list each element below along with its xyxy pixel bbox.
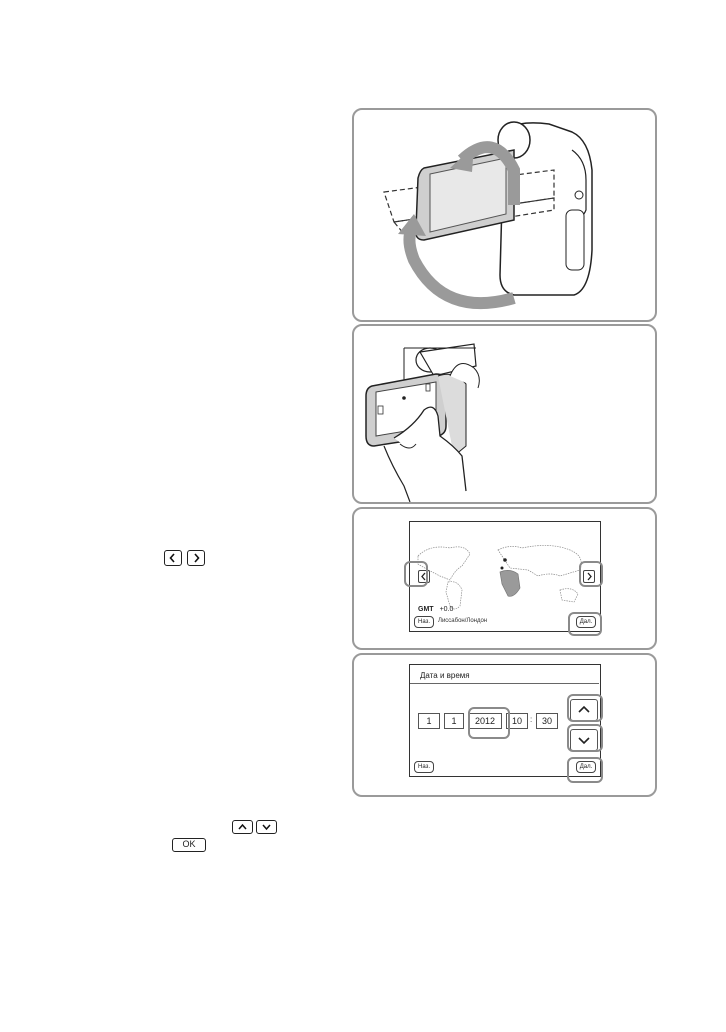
panel-date-time-setting: Дата и время 1 1 2012 10 : 30 Наз. Дал.: [352, 653, 657, 797]
gmt-offset-label: GMT+0.0: [418, 606, 454, 613]
hand-touching-lcd-illustration: [365, 343, 480, 502]
back-button[interactable]: Наз.: [414, 616, 434, 628]
lcd-screen-area-setting: GMT+0.0 Наз. Лиссабон/Лондон Дал.: [409, 521, 601, 632]
ok-key-glyph: OK: [172, 838, 206, 852]
chevron-up-icon: [578, 705, 590, 713]
world-map: [417, 545, 582, 610]
chevron-right-icon: [587, 572, 592, 581]
highlight-decrease-button: [567, 724, 603, 752]
time-separator: :: [530, 715, 533, 724]
city-name: Лиссабон/Лондон: [438, 618, 488, 624]
month-field[interactable]: 1: [444, 713, 464, 729]
down-key-glyph: [256, 820, 277, 834]
next-button[interactable]: Дал.: [576, 761, 596, 773]
highlight-previous-area: [404, 561, 428, 587]
chevron-left-icon: [169, 553, 175, 563]
left-key-glyph: [164, 550, 182, 566]
chevron-down-icon: [578, 737, 590, 745]
chevron-up-icon: [238, 823, 247, 830]
up-key-glyph: [232, 820, 253, 834]
title-divider: [410, 683, 599, 684]
panel-area-setting: GMT+0.0 Наз. Лиссабон/Лондон Дал.: [352, 507, 657, 650]
back-button[interactable]: Наз.: [414, 761, 434, 773]
highlight-year-field: [468, 707, 510, 739]
next-button[interactable]: Дал.: [576, 616, 596, 628]
hour-field[interactable]: 10: [506, 713, 528, 729]
minute-field[interactable]: 30: [536, 713, 558, 729]
chevron-down-icon: [262, 824, 271, 831]
decrease-button[interactable]: [570, 729, 598, 751]
right-key-glyph: [187, 550, 205, 566]
camcorder-open-lcd-illustration: [383, 121, 593, 310]
highlight-next-button: [568, 612, 602, 636]
highlight-increase-button: [567, 694, 603, 722]
chevron-left-icon: [421, 572, 426, 581]
highlight-next-area: [579, 561, 603, 587]
screen-title: Дата и время: [420, 671, 470, 680]
next-area-button[interactable]: [583, 570, 595, 583]
highlight-next-button: [567, 757, 603, 783]
day-field[interactable]: 1: [418, 713, 440, 729]
panel-touch-screen: [352, 324, 657, 504]
chevron-right-icon: [194, 553, 200, 563]
panel-open-lcd: [352, 108, 657, 322]
